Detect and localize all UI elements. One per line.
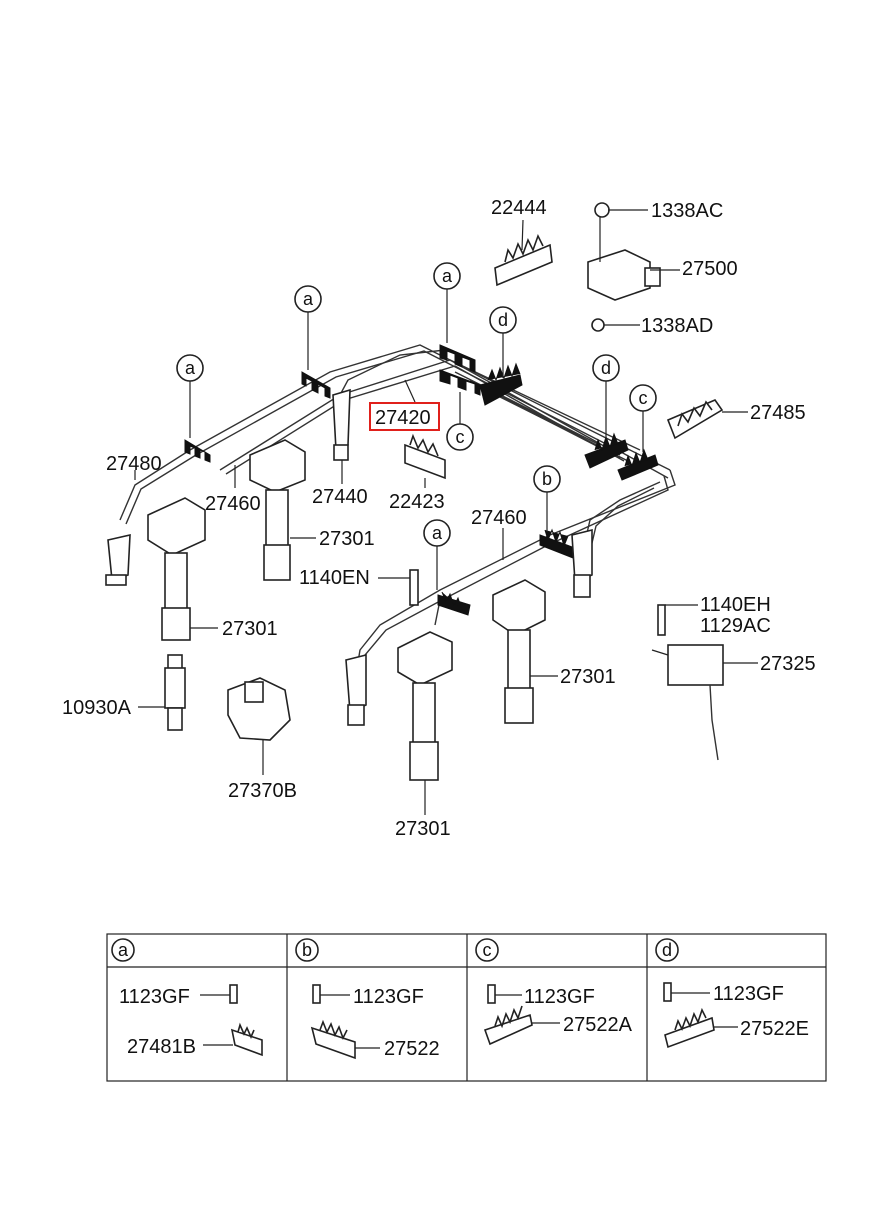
leader-lines xyxy=(134,209,758,815)
callout-a-1: a xyxy=(176,354,204,382)
svg-text:d: d xyxy=(662,940,672,960)
legend-cell-d: d 1123GF 27522E xyxy=(655,938,809,1049)
spark-plug-boots xyxy=(105,388,593,726)
legend-c-bolt[interactable]: 1123GF xyxy=(524,986,595,1008)
callout-c-1: c xyxy=(629,384,657,412)
legend-cell-a: a 1123GF 27481B xyxy=(111,938,263,1058)
callout-c-2: c xyxy=(446,423,474,451)
label-27460-left[interactable]: 27460 xyxy=(205,493,261,515)
svg-text:a: a xyxy=(442,266,453,286)
label-27325[interactable]: 27325 xyxy=(760,653,816,675)
label-27500[interactable]: 27500 xyxy=(682,258,738,280)
legend-b-part[interactable]: 27522 xyxy=(384,1038,440,1060)
legend-d-part[interactable]: 27522E xyxy=(740,1018,809,1040)
legend-a-part[interactable]: 27481B xyxy=(127,1036,196,1058)
ignition-coils xyxy=(147,439,546,781)
svg-text:c: c xyxy=(639,388,648,408)
callout-d-1: d xyxy=(489,306,517,334)
label-1338AC[interactable]: 1338AC xyxy=(651,200,723,222)
callout-a-3: a xyxy=(433,262,461,290)
label-27440[interactable]: 27440 xyxy=(312,486,368,508)
legend-c-part[interactable]: 27522A xyxy=(563,1014,633,1036)
wire-clips xyxy=(184,344,659,616)
label-27480[interactable]: 27480 xyxy=(106,453,162,475)
label-27420[interactable]: 27420 xyxy=(375,407,431,429)
svg-text:c: c xyxy=(456,427,465,447)
svg-text:c: c xyxy=(483,940,492,960)
label-1140EH[interactable]: 1140EH xyxy=(700,594,771,616)
svg-text:a: a xyxy=(185,358,196,378)
label-1140EN[interactable]: 1140EN xyxy=(299,567,370,589)
svg-text:b: b xyxy=(542,469,552,489)
label-27460-right[interactable]: 27460 xyxy=(471,507,527,529)
svg-text:a: a xyxy=(303,289,314,309)
callout-a-4: a xyxy=(423,519,451,547)
callout-a-2: a xyxy=(294,285,322,313)
label-27301-right[interactable]: 27301 xyxy=(560,666,616,688)
legend-d-bolt[interactable]: 1123GF xyxy=(713,983,784,1005)
label-10930A[interactable]: 10930A xyxy=(62,697,132,719)
label-22444[interactable]: 22444 xyxy=(491,197,547,219)
svg-text:d: d xyxy=(498,310,508,330)
label-27370B[interactable]: 27370B xyxy=(228,780,297,802)
svg-text:d: d xyxy=(601,358,611,378)
legend-b-bolt[interactable]: 1123GF xyxy=(353,986,424,1008)
clip-legend-table: a 1123GF 27481B b 1123GF 27522 c xyxy=(106,933,827,1082)
legend-cell-b: b 1123GF 27522 xyxy=(295,938,440,1060)
label-1129AC[interactable]: 1129AC xyxy=(700,615,771,637)
callout-b-1: b xyxy=(533,465,561,493)
label-22423[interactable]: 22423 xyxy=(389,491,445,513)
label-27301-left[interactable]: 27301 xyxy=(222,618,278,640)
svg-text:a: a xyxy=(432,523,443,543)
label-27485[interactable]: 27485 xyxy=(750,402,806,424)
part-labels: 22444 1338AC 27500 1338AD 27420 27485 27… xyxy=(62,197,816,840)
svg-text:a: a xyxy=(118,940,129,960)
callout-markers: a a a d d c c b a xyxy=(176,262,657,547)
svg-text:b: b xyxy=(302,940,312,960)
label-27301-lower[interactable]: 27301 xyxy=(395,818,451,840)
label-1338AD[interactable]: 1338AD xyxy=(641,315,713,337)
legend-a-bolt[interactable]: 1123GF xyxy=(119,986,190,1008)
callout-d-2: d xyxy=(592,354,620,382)
legend-cell-c: c 1123GF 27522A xyxy=(475,938,633,1046)
highlight-box xyxy=(369,402,440,431)
label-27301-upper[interactable]: 27301 xyxy=(319,528,375,550)
